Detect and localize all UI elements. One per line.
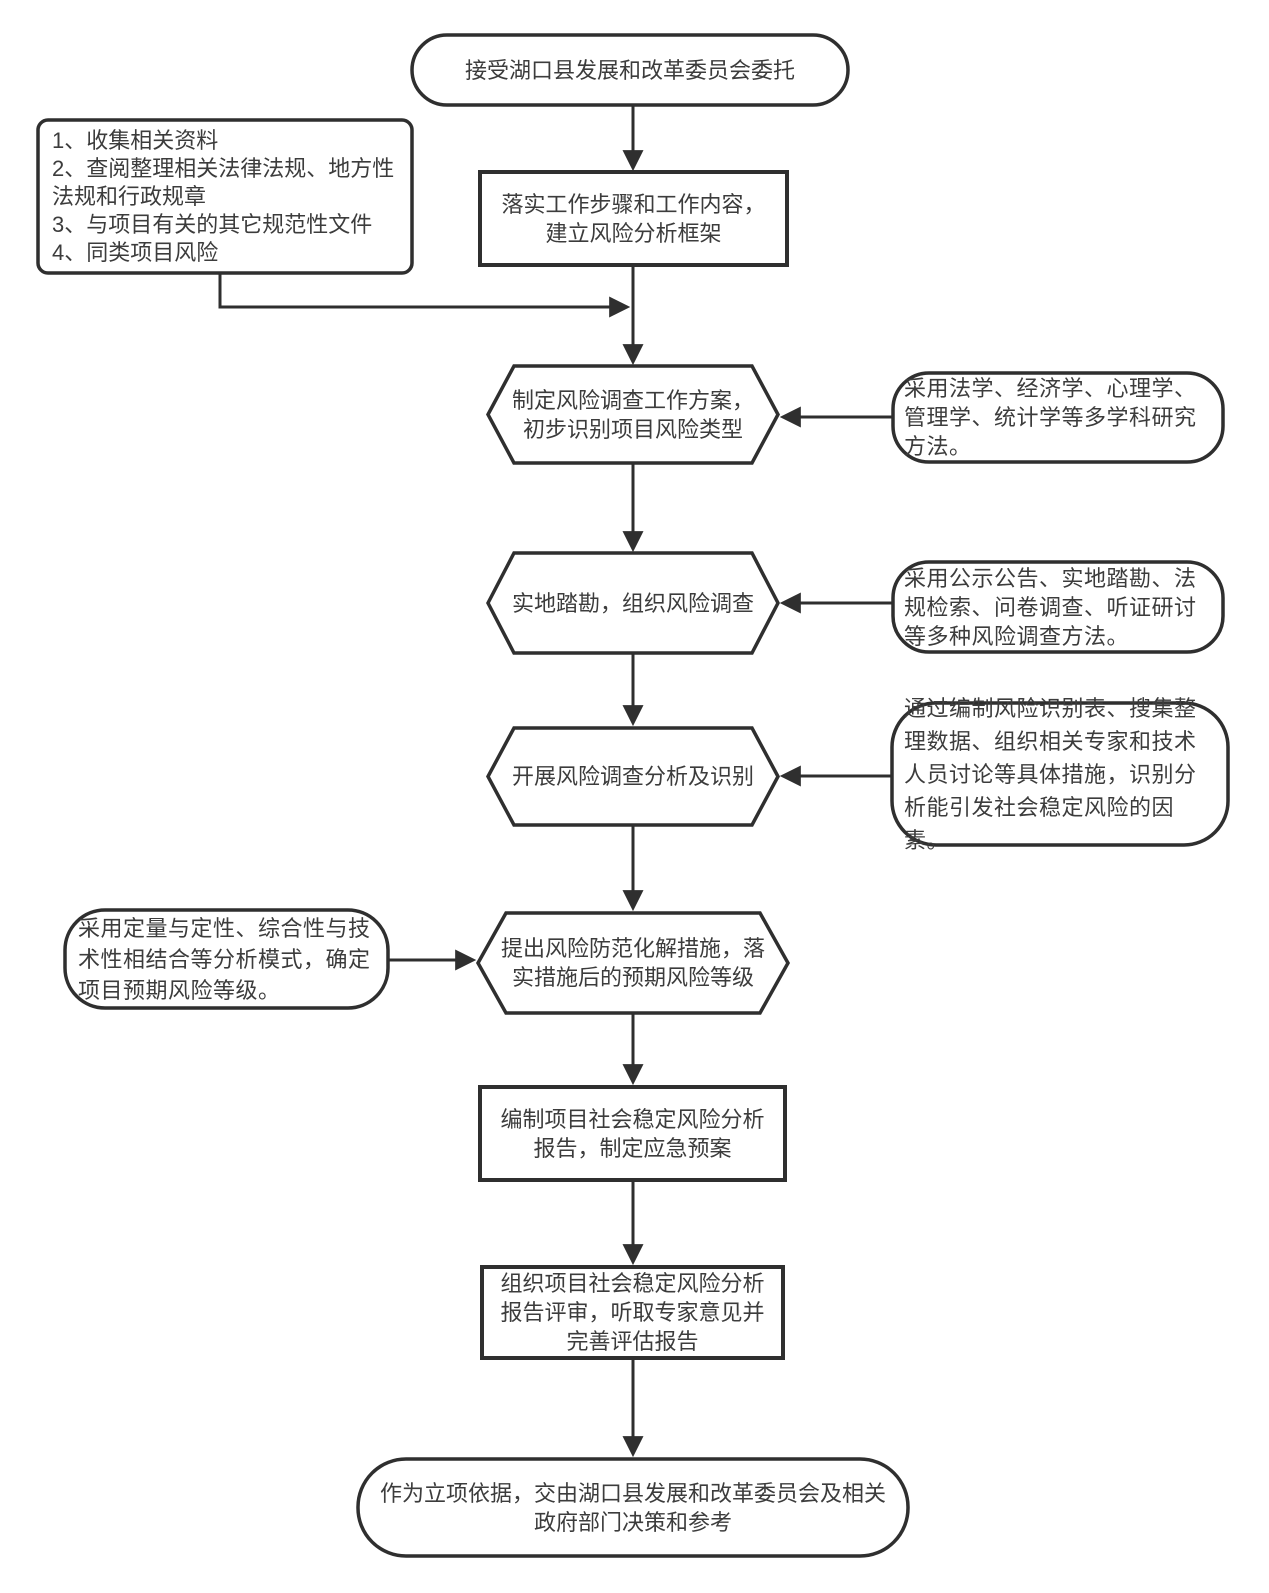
materials-box-shape bbox=[36, 118, 414, 275]
materials-box-list: 1、收集相关资料 2、查阅整理相关法律法规、地方性法规和行政规章 3、与项目有关… bbox=[38, 120, 412, 273]
analysis-mode-note-label: 采用定量与定性、综合性与技术性相结合等分析模式，确定项目预期风险等级。 bbox=[78, 915, 371, 1003]
final-node-label: 作为立项依据，交由湖口县发展和改革委员会及相关 政府部门决策和参考 bbox=[379, 1480, 886, 1535]
risk-analysis-shape bbox=[486, 726, 780, 827]
site-survey-shape bbox=[486, 551, 780, 655]
compile-report-label: 编制项目社会稳定风险分析 报告，制定应急预案 bbox=[500, 1106, 765, 1161]
multidiscipline-note-label: 采用法学、经济学、心理学、管理学、统计学等多学科研究方法。 bbox=[904, 376, 1197, 459]
mitigation-measures-shape bbox=[475, 911, 791, 1015]
site-survey-label: 实地踏勘，组织风险调查 bbox=[511, 590, 754, 616]
survey-methods-note-shape bbox=[891, 560, 1225, 654]
connector-materials-to-spine bbox=[218, 273, 631, 318]
list-item: 2、查阅整理相关法律法规、地方性法规和行政规章 bbox=[52, 155, 395, 209]
compile-report-shape bbox=[478, 1085, 787, 1182]
start-node-label: 接受湖口县发展和改革委员会委托 bbox=[464, 57, 795, 83]
work-framework-label: 落实工作步骤和工作内容， 建立风险分析框架 bbox=[501, 191, 766, 246]
risk-analysis-label: 开展风险调查分析及识别 bbox=[511, 764, 754, 789]
final-node-shape bbox=[356, 1457, 910, 1558]
review-report-shape bbox=[480, 1265, 785, 1360]
list-item: 4、同类项目风险 bbox=[52, 239, 219, 265]
analysis-mode-note-shape bbox=[63, 908, 390, 1010]
multidiscipline-note-shape bbox=[891, 371, 1225, 464]
survey-plan-label: 制定风险调查工作方案， 初步识别项目风险类型 bbox=[511, 387, 754, 442]
list-item: 3、与项目有关的其它规范性文件 bbox=[52, 211, 373, 237]
mitigation-measures-label: 提出风险防范化解措施，落 实措施后的预期风险等级 bbox=[500, 936, 765, 990]
list-item: 1、收集相关资料 bbox=[52, 127, 219, 153]
start-node-shape bbox=[410, 33, 850, 107]
work-framework-shape bbox=[478, 170, 789, 267]
identification-note-label: 通过编制风险识别表、搜集整理数据、组织相关专家和技术人员讨论等具体措施，识别分析… bbox=[904, 695, 1197, 853]
review-report-label: 组织项目社会稳定风险分析 报告评审，听取专家意见并 完善评估报告 bbox=[500, 1271, 765, 1354]
identification-note-shape bbox=[890, 701, 1230, 847]
survey-methods-note-label: 采用公示公告、实地踏勘、法规检索、问卷调查、听证研讨等多种风险调查方法。 bbox=[904, 565, 1197, 649]
survey-plan-shape bbox=[486, 364, 780, 465]
